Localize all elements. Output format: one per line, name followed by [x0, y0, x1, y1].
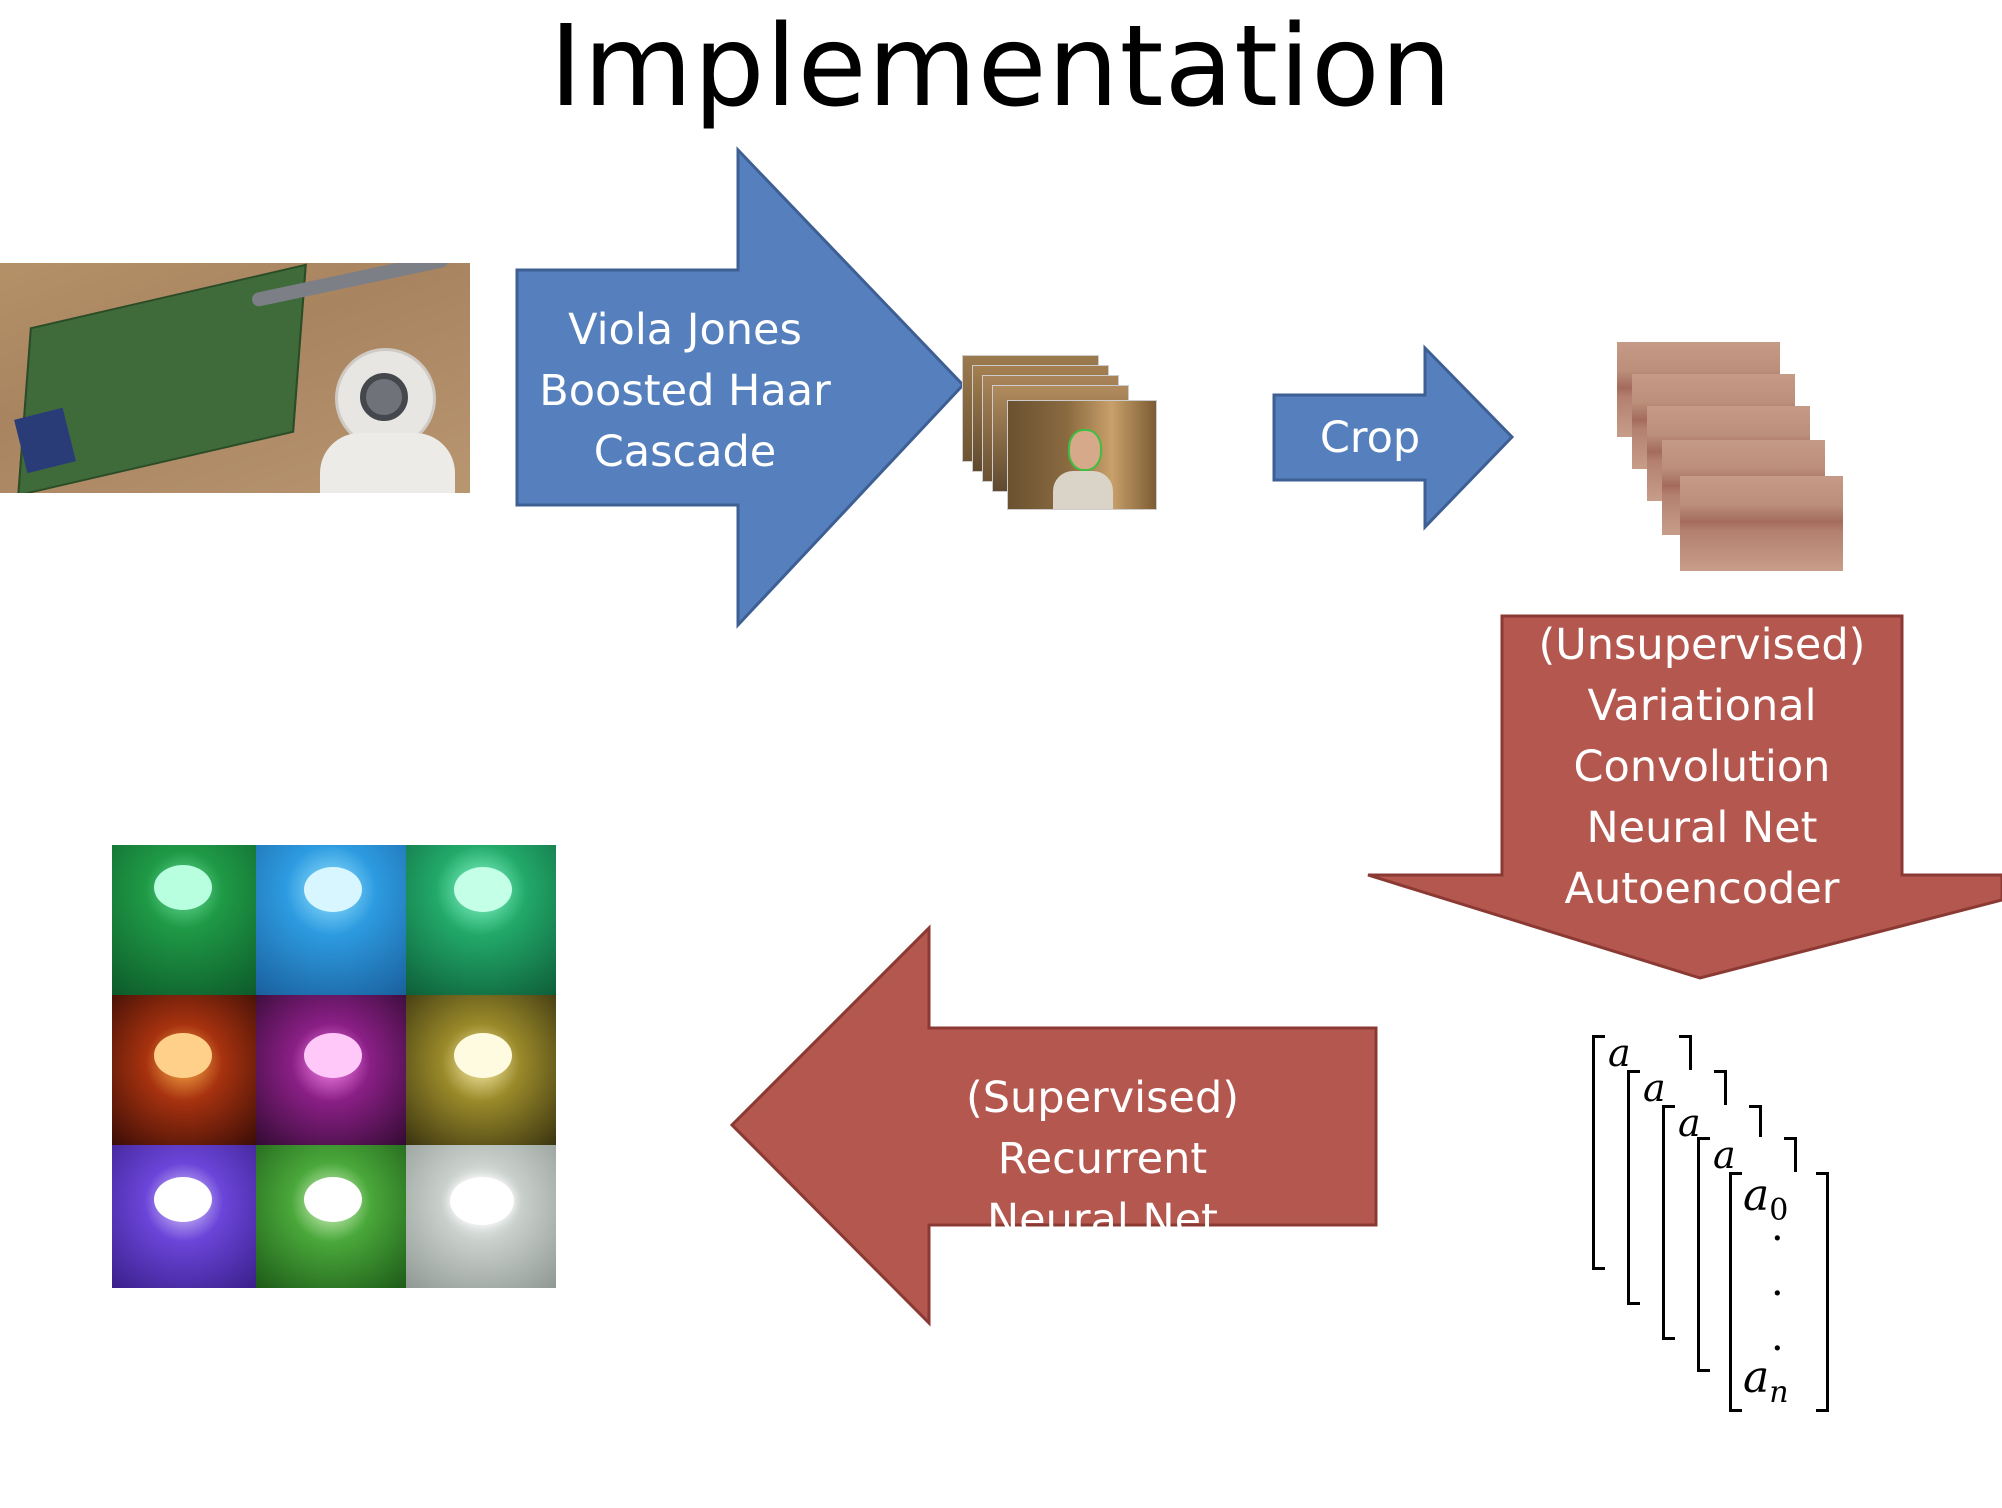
vector-first-element: a0	[1743, 1170, 1789, 1228]
autoencoder-label: (Unsupervised) Variational Convolution N…	[1538, 620, 1866, 914]
lime-bulb	[256, 1145, 406, 1288]
rnn-label: (Supervised) Recurrent Neural Net	[965, 1073, 1240, 1245]
blue-bulb	[256, 845, 406, 995]
face-frame-front	[1007, 400, 1157, 510]
raspberry-pi-webcam-photo	[0, 263, 470, 493]
viola-jones-label: Viola Jones Boosted Haar Cascade	[539, 305, 831, 477]
rnn-arrow	[729, 924, 1378, 1327]
light-bulbs-grid	[112, 845, 556, 1288]
crop-label: Crop	[1319, 413, 1421, 463]
teal-bulb	[406, 845, 556, 995]
warm-white-bulb	[406, 995, 556, 1145]
lip-crops-stack	[1617, 342, 1847, 574]
vector-last-element: an	[1743, 1352, 1789, 1410]
webcam-lens-image	[360, 373, 408, 421]
autoencoder-arrow	[1367, 614, 2002, 980]
green-bulb	[112, 845, 256, 995]
person-face-image	[1068, 429, 1102, 471]
magenta-bulb	[256, 995, 406, 1145]
orange-bulb	[112, 995, 256, 1145]
vector-ellipsis: ···	[1771, 1216, 1784, 1372]
purple-bulb	[112, 1145, 256, 1288]
face-frames-stack	[962, 355, 1157, 510]
crop-arrow	[1272, 344, 1515, 531]
latent-vector-front: a0 ··· an	[1729, 1170, 1829, 1412]
person-body-image	[1053, 471, 1113, 509]
viola-jones-arrow	[515, 146, 966, 629]
webcam-stand-image	[320, 433, 455, 493]
latent-vectors-stack: a a a a a0 ··· an	[1592, 1031, 1832, 1420]
white-bulb	[406, 1145, 556, 1288]
slide-title: Implementation	[549, 2, 1453, 132]
lip-crop	[1680, 476, 1843, 571]
